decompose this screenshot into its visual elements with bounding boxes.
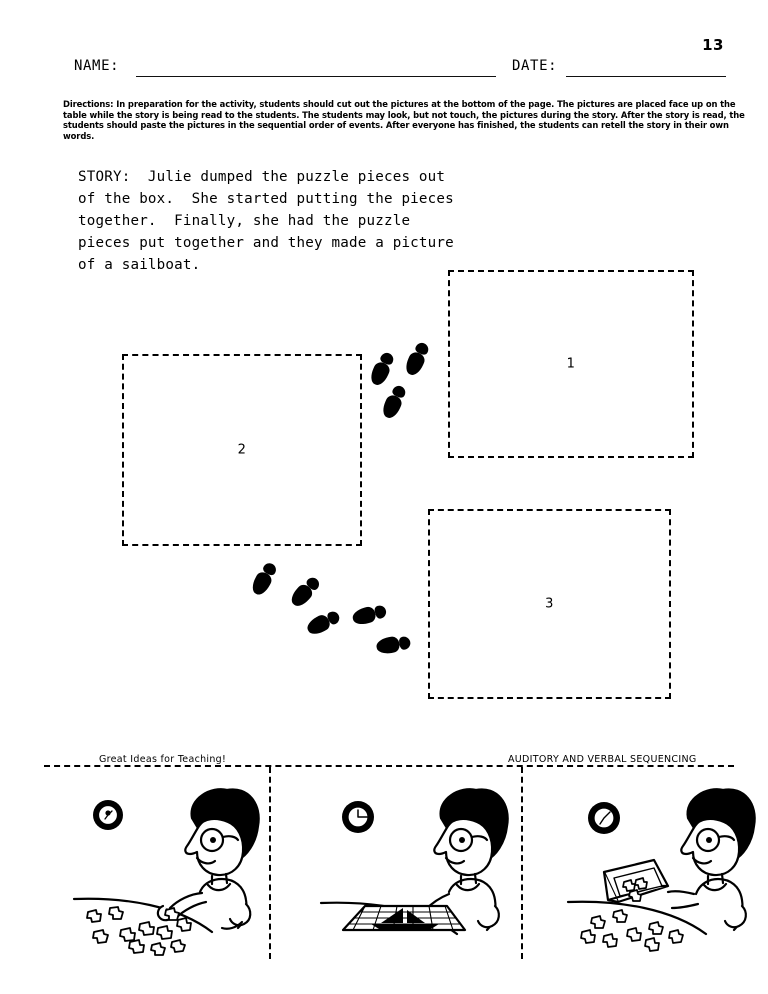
footprint-icon [375,634,412,657]
footprint-icon [304,608,342,639]
footprint-heel [375,635,401,656]
footprint-icon [287,574,323,611]
footprint-icon [402,340,432,378]
cutout-panel-2[interactable] [315,782,540,957]
footer-left-caption: Great Ideas for Teaching! [96,754,230,765]
footprint-icon [350,602,388,628]
directions-text: Directions: In preparation for the activ… [63,99,745,141]
footprint-heel [350,605,378,627]
page-number: 13 [702,36,724,54]
answer-box-2-number: 2 [237,442,247,458]
date-write-line[interactable] [566,76,726,77]
footprint-toe [398,635,412,651]
footprint-icon [249,560,280,598]
name-label: NAME: [74,58,120,74]
footprint-icon [379,383,409,421]
footer-right-caption: AUDITORY AND VERBAL SEQUENCING [505,754,700,765]
answer-box-2[interactable]: 2 [122,354,362,546]
footprint-toe [373,604,388,620]
girl-with-finished-sailboat-puzzle-illustration [319,788,509,936]
date-label: DATE: [512,58,558,74]
answer-box-3[interactable]: 3 [428,509,671,699]
panel-divider-2 [521,767,523,959]
cutout-panel-1[interactable] [66,782,291,957]
name-write-line[interactable] [136,76,496,77]
answer-box-3-number: 3 [545,596,554,612]
answer-box-1-number: 1 [566,356,576,372]
name-date-row: NAME: DATE: [0,58,768,80]
girl-dumping-puzzle-box-illustration [566,788,756,952]
girl-assembling-puzzle-illustration [72,788,260,956]
panel-divider-1 [269,767,271,959]
cut-line [44,765,734,767]
story-text: STORY: Julie dumped the puzzle pieces ou… [78,169,454,273]
answer-box-1[interactable]: 1 [448,270,694,458]
cutout-panel-3[interactable] [562,782,768,957]
